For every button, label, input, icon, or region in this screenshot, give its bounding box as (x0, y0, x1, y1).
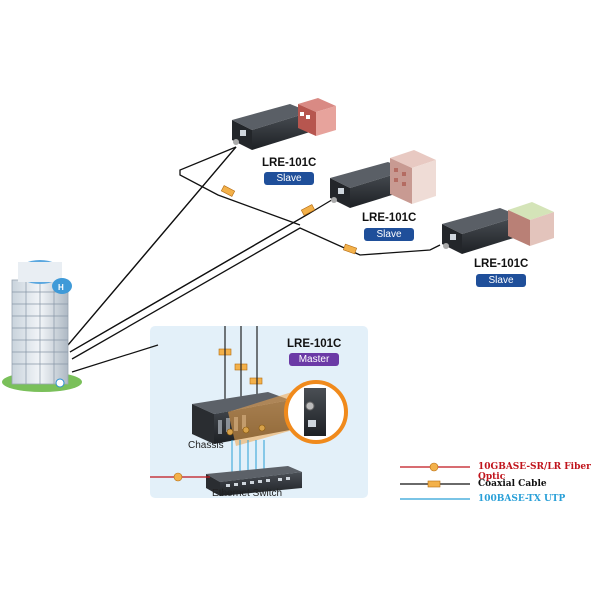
legend-fiber-label: 10GBASE-SR/LR Fiber Optic (478, 462, 591, 482)
building-icon-3 (508, 202, 554, 246)
utp-cables (231, 440, 265, 474)
slave-device-2 (330, 162, 408, 208)
building-icon-1 (298, 98, 336, 136)
legend-coax-label: Coaxial Cable (478, 479, 547, 489)
fiber-marker (173, 472, 183, 482)
zoom-callout (284, 380, 348, 444)
slave-device-1 (232, 104, 310, 150)
legend-utp-label: 100BASE-TX UTP (478, 494, 566, 504)
chassis-caption: Chassis (188, 440, 224, 451)
coaxial-cable-to-master (71, 344, 159, 373)
master-model-label: LRE-101C (287, 338, 342, 350)
slave-1-role-badge: Slave (264, 172, 314, 185)
slave-2-model-label: LRE-101C (362, 212, 417, 224)
legend-lines (400, 462, 470, 500)
slave-1-model-label: LRE-101C (262, 157, 317, 169)
coaxial-cables (67, 146, 441, 360)
svg-text:H: H (58, 283, 64, 292)
ethernet-switch-caption: Ethernet Switch (212, 488, 283, 499)
building-icon-2 (390, 150, 436, 204)
master-role-badge: Master (289, 353, 339, 366)
slave-3-role-badge: Slave (476, 274, 526, 287)
office-tower-icon: H (2, 260, 82, 392)
slave-device-3 (442, 208, 520, 254)
chassis-ports (226, 424, 266, 436)
slave-2-role-badge: Slave (364, 228, 414, 241)
ethernet-switch-device (206, 466, 302, 496)
slave-3-model-label: LRE-101C (474, 258, 529, 270)
